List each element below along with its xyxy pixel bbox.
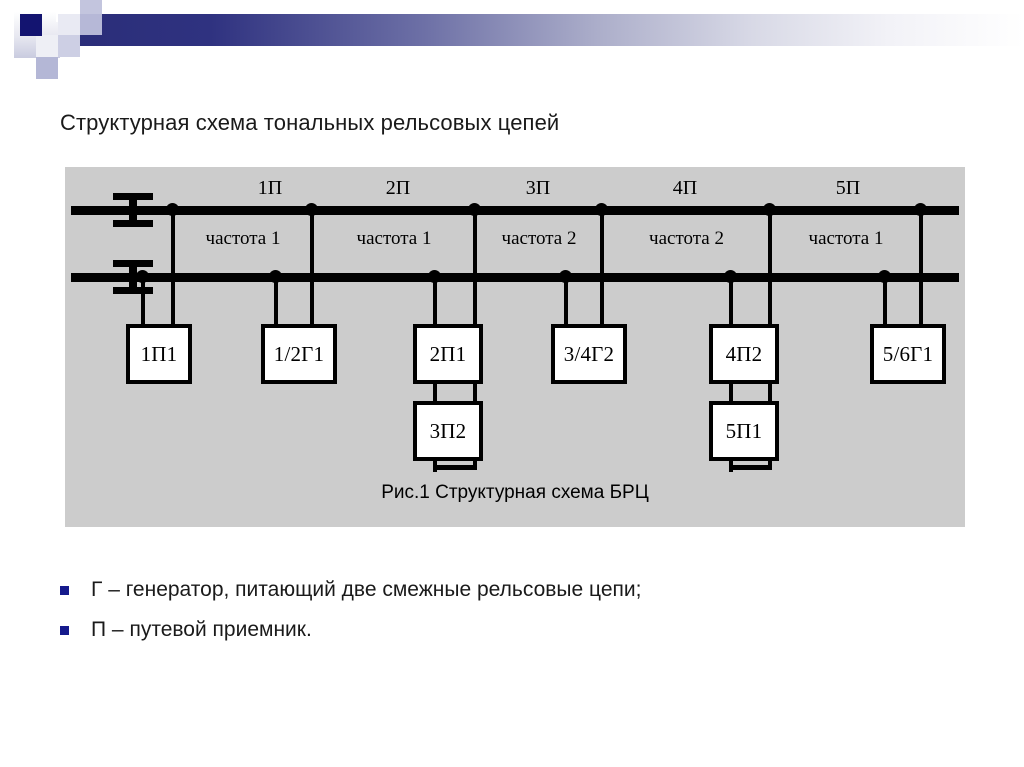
section-label-1p: 1П <box>257 177 283 199</box>
bullet-square-icon <box>60 626 69 635</box>
frequency-label-5: частота 1 <box>808 228 884 249</box>
figure-caption: Рис.1 Структурная схема БРЦ <box>381 482 649 503</box>
node-top-rail-5 <box>763 203 776 216</box>
node-top-rail-2 <box>305 203 318 216</box>
frequency-label-1: частота 1 <box>205 228 281 249</box>
frequency-label-2: частота 1 <box>356 228 432 249</box>
banner-gradient-bar <box>56 14 1024 46</box>
wire-bottom-rail-to-3-4g2 <box>564 277 568 345</box>
legend-item-generator: Г – генератор, питающий две смежные рель… <box>91 578 642 601</box>
banner-square-navy <box>20 14 42 36</box>
wire-top-rail-to-3-4g2 <box>600 210 604 345</box>
section-label-3p: 3П <box>525 177 551 199</box>
page-title: Структурная схема тональных рельсовых це… <box>60 110 560 135</box>
banner-square-periwinkle <box>36 57 58 79</box>
wire-bottom-rail-to-4p2 <box>729 277 733 345</box>
banner-square-pale <box>58 14 80 35</box>
wire-4p2-to-5p1 <box>729 381 733 403</box>
wire-bottom-rail-to-5-6g1 <box>883 277 887 345</box>
insulated-joint-bottom-icon <box>113 260 153 294</box>
node-bottom-rail-4 <box>559 270 572 283</box>
equipment-box-1p1[interactable]: 1П1 <box>126 324 192 384</box>
node-bottom-rail-2 <box>269 270 282 283</box>
section-label-4p: 4П <box>672 177 698 199</box>
equipment-box-2p1[interactable]: 2П1 <box>413 324 483 384</box>
node-bottom-rail-1 <box>136 270 149 283</box>
wire-5p1-to-top-rail-branch <box>729 465 772 470</box>
top-rail-line <box>71 206 959 215</box>
equipment-box-1-2g1[interactable]: 1/2Г1 <box>261 324 337 384</box>
wire-top-rail-to-1p1 <box>171 210 175 345</box>
bottom-rail-line <box>71 273 959 282</box>
decorative-banner <box>0 0 1024 95</box>
legend-list: Г – генератор, питающий две смежные рель… <box>60 575 960 655</box>
wire-bottom-rail-to-2p1 <box>433 277 437 345</box>
node-top-rail-4 <box>595 203 608 216</box>
node-bottom-rail-3 <box>428 270 441 283</box>
frequency-label-4: частота 2 <box>649 228 724 249</box>
legend-item-receiver: П – путевой приемник. <box>91 618 312 641</box>
insulated-joint-top-icon <box>113 193 153 227</box>
node-bottom-rail-6 <box>878 270 891 283</box>
equipment-box-3-4g2[interactable]: 3/4Г2 <box>551 324 627 384</box>
wire-bottom-rail-to-1p1 <box>141 277 145 345</box>
wire-top-rail-to-5-6g1 <box>919 210 923 345</box>
wire-bottom-rail-to-1-2g1 <box>274 277 278 345</box>
banner-square-lavender-top <box>80 0 102 14</box>
bullet-square-icon <box>60 586 69 595</box>
node-top-rail-3 <box>468 203 481 216</box>
node-top-rail-6 <box>914 203 927 216</box>
node-bottom-rail-5 <box>724 270 737 283</box>
diagram-panel: 1П 2П 3П 4П 5П частота 1 частота 1 часто… <box>65 167 965 527</box>
section-label-2p: 2П <box>385 177 411 199</box>
wire-top-rail-to-1-2g1 <box>310 210 314 345</box>
equipment-box-5p1[interactable]: 5П1 <box>709 401 779 461</box>
list-item: Г – генератор, питающий две смежные рель… <box>60 575 960 605</box>
wire-3p2-to-top-rail-branch <box>433 465 477 470</box>
list-item: П – путевой приемник. <box>60 615 960 645</box>
banner-square-lavender-mid <box>80 14 102 35</box>
banner-square-grayblue <box>58 35 80 57</box>
equipment-box-5-6g1[interactable]: 5/6Г1 <box>870 324 946 384</box>
frequency-label-3: частота 2 <box>501 228 577 249</box>
section-label-5p: 5П <box>835 177 861 199</box>
equipment-box-3p2[interactable]: 3П2 <box>413 401 483 461</box>
node-top-rail-1 <box>166 203 179 216</box>
wire-2p1-to-3p2 <box>433 381 437 403</box>
equipment-box-4p2[interactable]: 4П2 <box>709 324 779 384</box>
banner-square-offwhite <box>36 35 58 57</box>
